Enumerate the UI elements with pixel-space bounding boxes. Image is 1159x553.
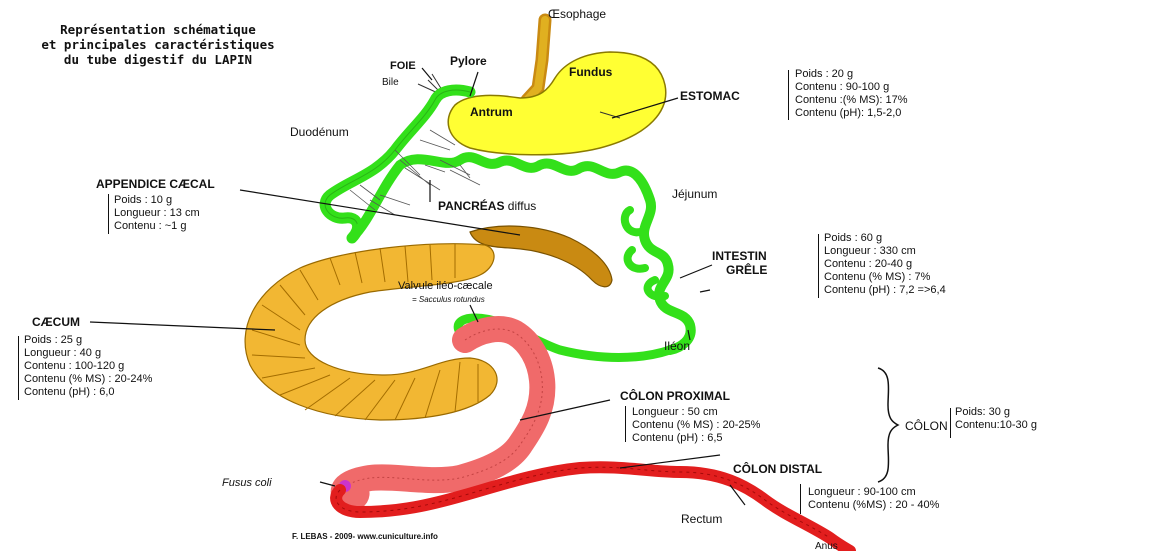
colon-name: CÔLON (905, 420, 948, 433)
intestin-contenu: Contenu : 20-40 g (824, 258, 946, 271)
title-line-3: du tube digestif du LAPIN (38, 52, 278, 67)
label-rectum: Rectum (681, 513, 722, 526)
label-valvule: Valvule iléo-cæcale (398, 280, 493, 293)
intestin-ph: Contenu (pH) : 7,2 =>6,4 (824, 284, 946, 297)
colon-proximal-ph: Contenu (pH) : 6,5 (632, 432, 760, 445)
intestin-name-1: INTESTIN (712, 250, 767, 263)
colon-stats: Poids: 30 g Contenu:10-30 g (955, 406, 1037, 432)
caecum-ms: Contenu (% MS) : 20-24% (24, 373, 152, 386)
intestin-stats: Poids : 60 g Longueur : 330 cm Contenu :… (824, 232, 946, 297)
intestin-longueur: Longueur : 330 cm (824, 245, 946, 258)
colon-proximal-ms: Contenu (% MS) : 20-25% (632, 419, 760, 432)
label-anus: Anus (815, 540, 838, 553)
label-foie: FOIE (390, 60, 416, 73)
caecum-name: CÆCUM (32, 316, 80, 329)
label-pylore: Pylore (450, 55, 487, 68)
pancreas-suffix: diffus (508, 199, 536, 213)
colon-distal-longueur: Longueur : 90-100 cm (808, 486, 939, 499)
estomac-contenu: Contenu : 90-100 g (795, 81, 908, 94)
caecum-ph: Contenu (pH) : 6,0 (24, 386, 152, 399)
estomac-ms: Contenu :(% MS): 17% (795, 94, 908, 107)
appendice-poids: Poids : 10 g (114, 194, 200, 207)
colon-brace (878, 368, 898, 482)
label-oesophage: Œsophage (548, 8, 606, 21)
label-pancreas: PANCRÉAS diffus (438, 200, 536, 213)
colon-contenu: Contenu:10-30 g (955, 419, 1037, 432)
estomac-poids: Poids : 20 g (795, 68, 908, 81)
estomac-ph: Contenu (pH): 1,5-2,0 (795, 107, 908, 120)
label-ileon: Iléon (664, 340, 690, 353)
label-fusus-coli: Fusus coli (222, 477, 272, 490)
pancreas-name: PANCRÉAS (438, 199, 504, 213)
title-line-2: et principales caractéristiques (38, 37, 278, 52)
appendice-longueur: Longueur : 13 cm (114, 207, 200, 220)
appendice-contenu: Contenu : ~1 g (114, 220, 200, 233)
intestin-ms: Contenu (% MS) : 7% (824, 271, 946, 284)
colon-poids: Poids: 30 g (955, 406, 1037, 419)
colon-proximal-longueur: Longueur : 50 cm (632, 406, 760, 419)
colon-proximal-stats: Longueur : 50 cm Contenu (% MS) : 20-25%… (632, 406, 760, 445)
label-duodenum: Duodénum (290, 126, 349, 139)
label-jejunum: Jéjunum (672, 188, 717, 201)
colon-proximal-name: CÔLON PROXIMAL (620, 390, 730, 403)
label-sacculus: = Sacculus rotundus (412, 293, 485, 306)
estomac-name: ESTOMAC (680, 90, 740, 103)
colon-distal-name: CÔLON DISTAL (733, 463, 822, 476)
label-fundus: Fundus (569, 66, 612, 79)
caecum-poids: Poids : 25 g (24, 334, 152, 347)
estomac-stats: Poids : 20 g Contenu : 90-100 g Contenu … (795, 68, 908, 120)
title-line-1: Représentation schématique (38, 22, 278, 37)
intestin-poids: Poids : 60 g (824, 232, 946, 245)
credit-line: F. LEBAS - 2009- www.cuniculture.info (292, 530, 438, 543)
intestin-name-2: GRÊLE (726, 264, 767, 277)
caecum-stats: Poids : 25 g Longueur : 40 g Contenu : 1… (24, 334, 152, 399)
colon-distal-ms: Contenu (%MS) : 20 - 40% (808, 499, 939, 512)
caecum-contenu: Contenu : 100-120 g (24, 360, 152, 373)
page-title: Représentation schématique et principale… (38, 22, 278, 67)
colon-distal-stats: Longueur : 90-100 cm Contenu (%MS) : 20 … (808, 486, 939, 512)
appendice-stats: Poids : 10 g Longueur : 13 cm Contenu : … (114, 194, 200, 233)
label-bile: Bile (382, 76, 399, 89)
caecum-longueur: Longueur : 40 g (24, 347, 152, 360)
appendice-name: APPENDICE CÆCAL (96, 178, 215, 191)
label-antrum: Antrum (470, 106, 513, 119)
